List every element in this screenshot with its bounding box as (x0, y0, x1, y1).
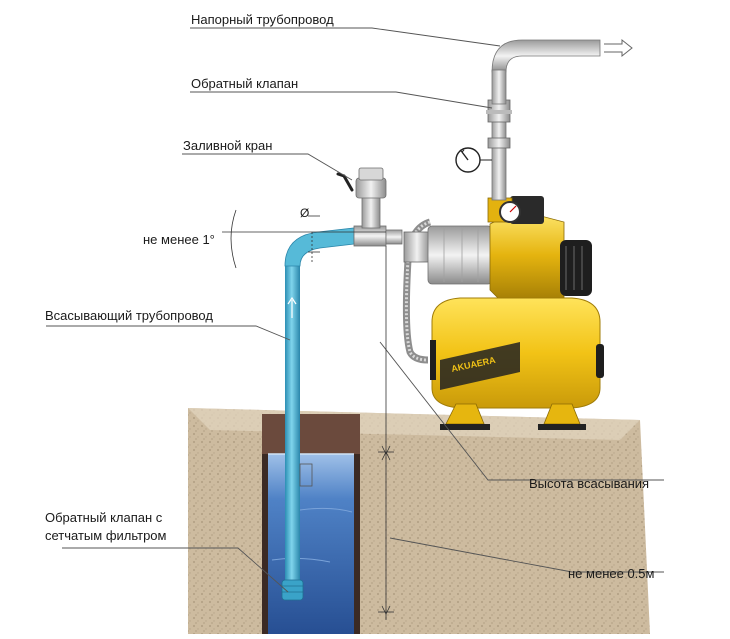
fill-valve-assembly (336, 167, 403, 247)
label-check-valve-top: Обратный клапан (191, 76, 299, 91)
label-min-slope: не менее 1° (143, 232, 215, 247)
valve-handle-icon (336, 172, 354, 192)
motor-fan-cover (560, 240, 592, 296)
foot-valve (281, 579, 304, 601)
label-suction-height: Высота всасывания (529, 476, 650, 491)
label-check-valve-filter-line1: Обратный клапан с (45, 510, 163, 525)
label-diameter: Ø (300, 206, 310, 220)
pressure-tank: AKUAERA (430, 297, 604, 430)
pipe-gauge-icon (455, 147, 492, 173)
suction-pipe (281, 227, 355, 601)
label-fill-valve: Заливной кран (183, 138, 273, 153)
label-suction-pipe: Всасывающий трубопровод (45, 308, 213, 323)
label-min-depth: не менее 0.5м (568, 566, 655, 581)
well-shaft (262, 414, 360, 634)
pressure-gauge-icon (499, 201, 521, 223)
leader-lines (46, 27, 664, 593)
well-water (268, 454, 354, 634)
discharge-pipe (486, 38, 633, 201)
pump-body (403, 196, 592, 301)
outflow-arrow-icon (604, 38, 633, 58)
label-check-valve-filter-line2: сетчатым фильтром (45, 528, 167, 543)
ground (188, 408, 650, 634)
dimension-lines (222, 209, 394, 620)
label-discharge-pipe: Напорный трубопровод (191, 12, 334, 27)
